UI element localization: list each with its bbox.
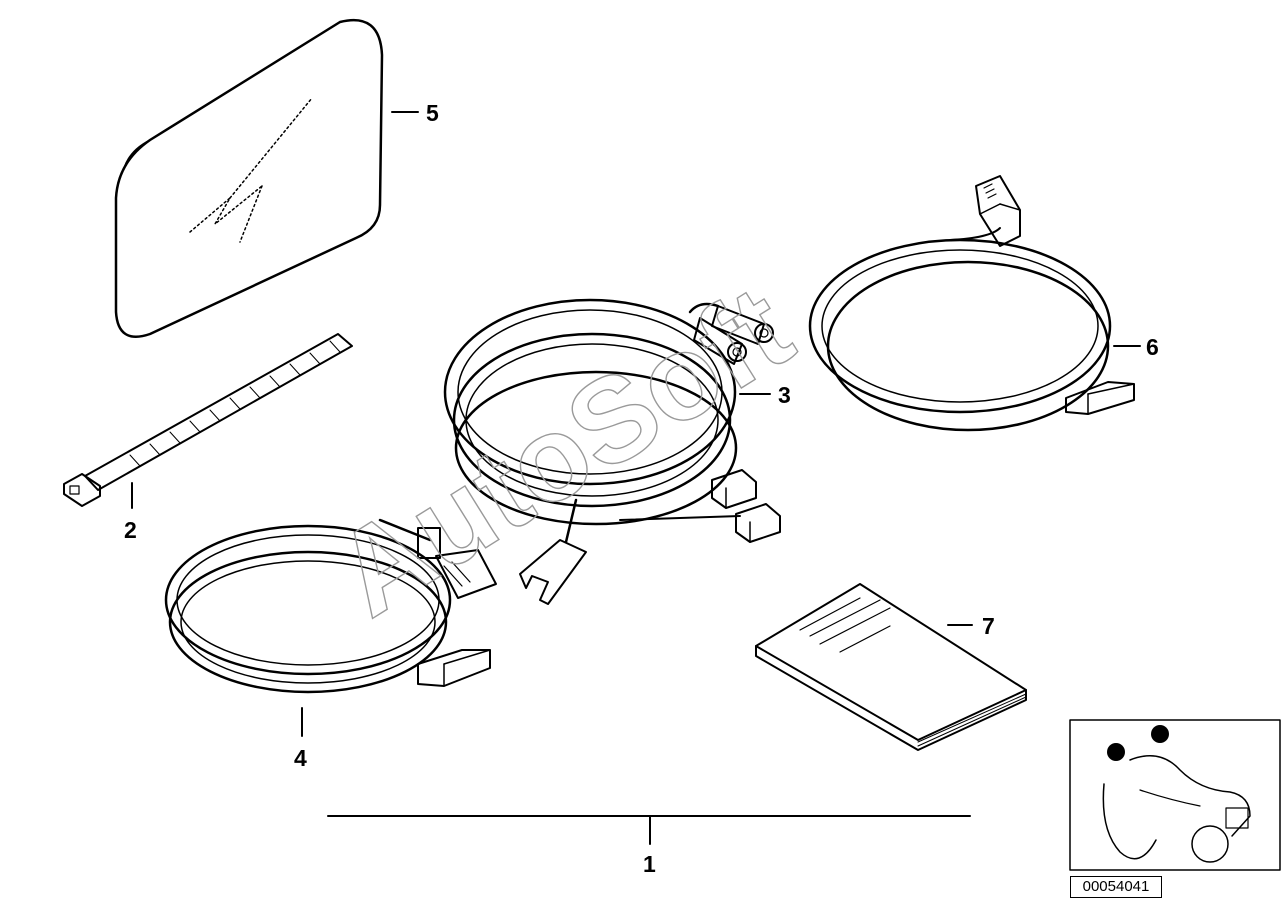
cable-tie [63, 333, 353, 507]
callout-6: 6 [1146, 334, 1159, 360]
callout-4: 4 [294, 745, 307, 771]
callout-5: 5 [426, 100, 439, 126]
decal-plate [114, 18, 384, 338]
callout-3: 3 [778, 382, 791, 408]
cable-harness-4 [164, 518, 497, 694]
reference-number: 00054041 [1070, 876, 1162, 898]
motorcycle-thumbnail [1069, 719, 1281, 871]
booklet [755, 583, 1027, 751]
callout-2: 2 [124, 517, 137, 543]
cable-harness-3 [443, 298, 781, 605]
cable-harness-6 [808, 175, 1135, 432]
callout-1: 1 [643, 851, 656, 877]
callout-7: 7 [982, 613, 995, 639]
